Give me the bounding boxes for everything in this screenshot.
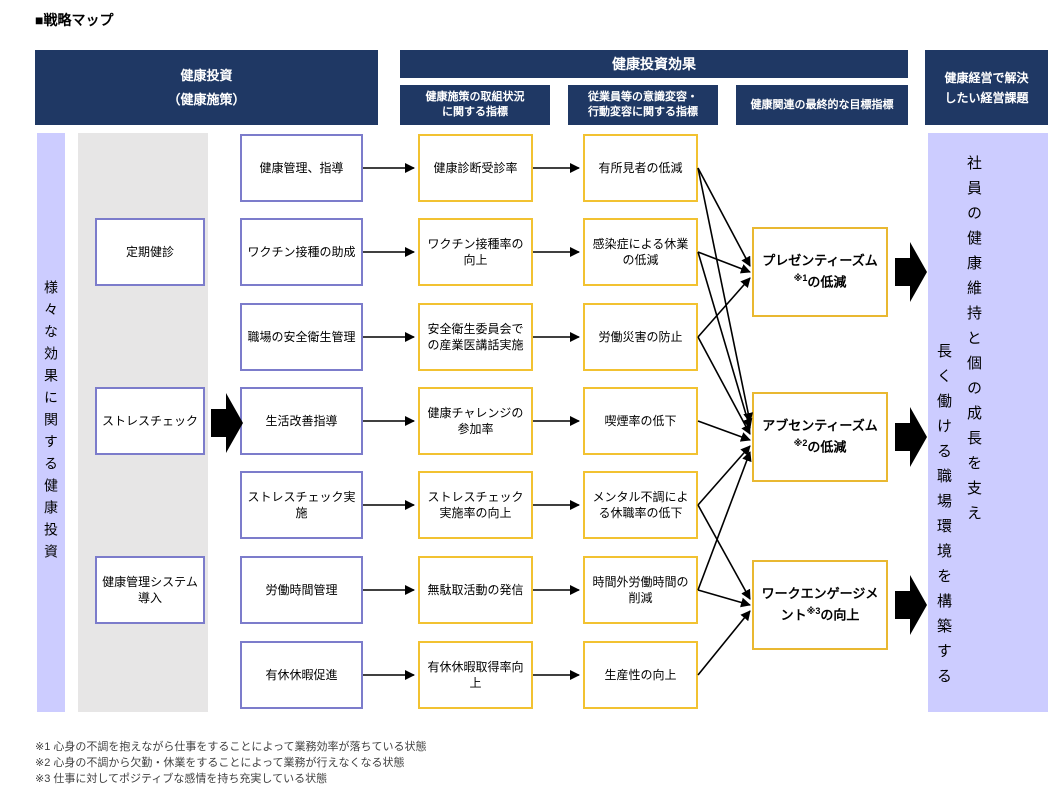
header-line: （健康施策） — [167, 91, 246, 107]
process-indicator-box: ストレスチェック実施率の向上 — [418, 471, 533, 539]
measure-box: 生活改善指導 — [240, 387, 363, 455]
behavior-indicator-box: 感染症による休業の低減 — [583, 218, 698, 286]
category-box-periodic-checkup: 定期健診 — [95, 218, 205, 286]
process-indicator-box: ワクチン接種率の向上 — [418, 218, 533, 286]
big-flow-arrow — [211, 393, 243, 453]
connector-arrow — [697, 445, 751, 506]
measure-box: ワクチン接種の助成 — [240, 218, 363, 286]
measure-box: 健康管理、指導 — [240, 134, 363, 202]
connector-arrow — [697, 610, 751, 676]
right-vertical-label: 社員の健康維持と個の成長を支え 長く働ける職場環境を構築する — [928, 133, 1048, 712]
process-indicator-box: 健康診断受診率 — [418, 134, 533, 202]
page-title: ■戦略マップ — [35, 12, 114, 28]
right-vertical-line-2: 長く働ける職場環境を構築する — [935, 343, 952, 693]
measure-box: 職場の安全衛生管理 — [240, 303, 363, 371]
right-vertical-line-1: 社員の健康維持と個の成長を支え — [965, 155, 982, 530]
measure-box: 有休休暇促進 — [240, 641, 363, 709]
header-line: 健康投資効果 — [612, 56, 696, 72]
header-line: に関する指標 — [442, 106, 508, 118]
connector-arrow — [697, 336, 751, 435]
category-box-health-system: 健康管理システム導入 — [95, 556, 205, 624]
header-line: 行動変容に関する指標 — [588, 106, 698, 118]
footnote-3: ※3 仕事に対してポジティブな感情を持ち充実している状態 — [35, 773, 328, 785]
behavior-indicator-box: 労働災害の防止 — [583, 303, 698, 371]
behavior-indicator-box: メンタル不調による休職率の低下 — [583, 471, 698, 539]
behavior-indicator-box: 時間外労働時間の削減 — [583, 556, 698, 624]
process-indicator-box: 安全衛生委員会での産業医講話実施 — [418, 303, 533, 371]
header-line: 健康関連の最終的な目標指標 — [750, 98, 894, 111]
header-line: 健康経営で解決 — [944, 70, 1029, 85]
footnote-marker: ※2 — [793, 438, 808, 449]
subheader-final-targets: 健康関連の最終的な目標指標 — [736, 85, 908, 125]
header-health-investment: 健康投資 （健康施策） — [35, 50, 378, 125]
connector-arrow — [697, 251, 753, 429]
header-line: したい経営課題 — [944, 90, 1029, 105]
final-target-text: アブセンティーズム※2の低減 — [762, 417, 878, 455]
connector-arrow — [697, 589, 751, 608]
footnote-marker: ※1 — [793, 273, 808, 284]
connector-arrow — [697, 451, 752, 591]
final-target-box-work-engagement: ワークエンゲージメント※3の向上 — [752, 560, 888, 650]
behavior-indicator-box: 生産性の向上 — [583, 641, 698, 709]
footnotes: ※1 心身の不調を抱えながら仕事をすることによって業務効率が落ちている状態 ※2… — [35, 739, 427, 787]
big-flow-arrow — [895, 575, 927, 635]
connector-arrow — [697, 251, 751, 274]
measure-box: ストレスチェック実施 — [240, 471, 363, 539]
footnote-1: ※1 心身の不調を抱えながら仕事をすることによって業務効率が落ちている状態 — [35, 741, 427, 753]
footnote-marker: ※3 — [806, 606, 821, 617]
process-indicator-box: 無駄取活動の発信 — [418, 556, 533, 624]
header-investment-effect: 健康投資効果 — [400, 50, 908, 78]
big-flow-arrow — [895, 407, 927, 467]
category-box-stress-check: ストレスチェック — [95, 387, 205, 455]
behavior-indicator-box: 有所見者の低減 — [583, 134, 698, 202]
header-management-issue: 健康経営で解決 したい経営課題 — [925, 50, 1048, 125]
big-flow-arrow — [895, 242, 927, 302]
final-target-text: ワークエンゲージメント※3の向上 — [761, 585, 879, 623]
header-line: 健康施策の取組状況 — [425, 91, 525, 103]
measure-box: 労働時間管理 — [240, 556, 363, 624]
footnote-2: ※2 心身の不調から欠勤・休業をすることによって業務が行えなくなる状態 — [35, 757, 405, 769]
subheader-process-indicators: 健康施策の取組状況 に関する指標 — [400, 85, 550, 125]
connector-arrow — [697, 277, 751, 338]
connector-arrow — [697, 420, 751, 442]
process-indicator-box: 健康チャレンジの参加率 — [418, 387, 533, 455]
subheader-behavior-indicators: 従業員等の意識変容・ 行動変容に関する指標 — [568, 85, 718, 125]
connector-arrow — [697, 504, 751, 600]
header-line: 従業員等の意識変容・ — [588, 91, 698, 103]
left-vertical-label: 様々な効果に関する健康投資 — [37, 133, 65, 712]
left-vertical-text: 様々な効果に関する健康投資 — [43, 279, 59, 566]
final-target-text: プレゼンティーズム※1の低減 — [762, 252, 878, 290]
final-target-box-absenteeism: アブセンティーズム※2の低減 — [752, 392, 888, 482]
right-vertical-text: 社員の健康維持と個の成長を支え 長く働ける職場環境を構築する — [928, 155, 988, 712]
behavior-indicator-box: 喫煙率の低下 — [583, 387, 698, 455]
connector-arrow — [697, 167, 754, 423]
connector-arrow — [697, 167, 751, 267]
final-target-box-presenteeism: プレゼンティーズム※1の低減 — [752, 227, 888, 317]
process-indicator-box: 有休休暇取得率向上 — [418, 641, 533, 709]
header-line: 健康投資 — [180, 67, 233, 83]
